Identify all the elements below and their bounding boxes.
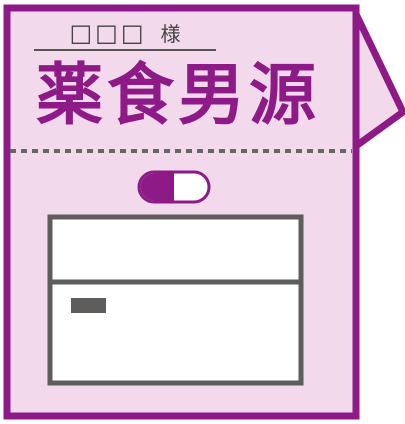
small-block — [71, 298, 106, 313]
name-placeholder: □□□ — [69, 19, 147, 47]
capsule-icon — [137, 170, 211, 204]
name-suffix: 様 — [160, 22, 181, 46]
patient-name-line: □□□ 様 — [34, 20, 216, 48]
bag-title: 薬食男源 — [36, 56, 320, 134]
